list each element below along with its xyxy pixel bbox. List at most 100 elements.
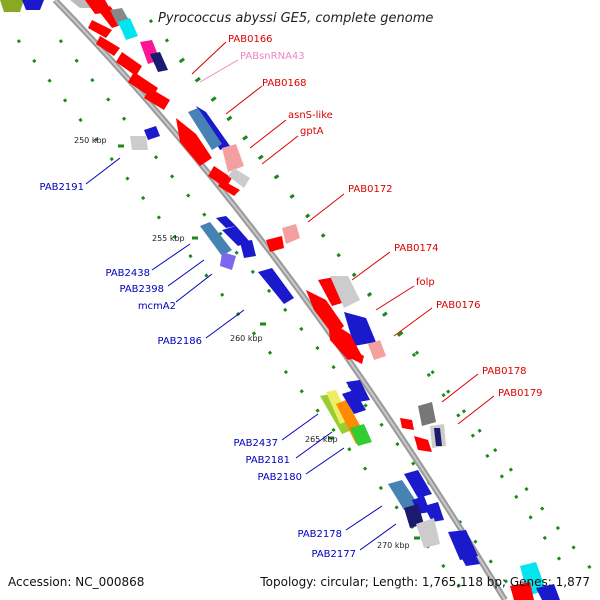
gene	[200, 222, 232, 256]
gene	[144, 126, 160, 140]
gene-label-forward: PAB0174	[394, 243, 439, 254]
reverse-gene-labels: PAB2191 PAB2438 PAB2398 mcmA2 PAB2186 PA…	[39, 182, 356, 560]
gene	[240, 240, 256, 258]
genome-backbone	[52, 0, 508, 600]
gene	[456, 544, 480, 566]
genome-summary-text: Topology: circular; Length: 1,765,118 bp…	[259, 575, 590, 589]
gene-label-forward: PAB0166	[228, 34, 273, 45]
tick-label: 255 kbp	[152, 234, 185, 243]
gene	[330, 276, 360, 308]
leader-line	[375, 285, 415, 311]
gene-label-reverse: PAB2398	[119, 284, 164, 295]
gene	[218, 180, 240, 196]
gene	[88, 20, 112, 38]
gene	[282, 224, 300, 244]
leader-line	[175, 273, 213, 303]
reverse-genes	[0, 0, 480, 566]
gene	[196, 106, 230, 150]
gene	[22, 0, 44, 10]
gene	[424, 502, 444, 522]
gene	[416, 518, 440, 548]
gene	[258, 268, 294, 304]
gene	[400, 418, 414, 430]
gene	[510, 582, 534, 600]
gene-label-reverse: PAB2191	[39, 182, 84, 193]
gene-label-reverse: PAB2437	[233, 438, 278, 449]
gene	[344, 312, 376, 346]
leader-line	[345, 505, 383, 531]
gene	[144, 88, 170, 110]
gene	[118, 18, 138, 40]
gene-label-forward: PAB0176	[436, 300, 481, 311]
leader-line	[261, 135, 299, 165]
gene-block	[70, 0, 560, 600]
tick-label: 270 kbp	[377, 541, 410, 550]
gene-label-reverse: PAB2186	[157, 336, 202, 347]
leader-line	[167, 259, 205, 287]
leader-line	[393, 307, 433, 337]
gene-label-forward: PAB0172	[348, 184, 393, 195]
leader-line	[249, 119, 287, 149]
label-leader-lines	[85, 41, 495, 551]
leader-line	[191, 41, 227, 75]
guide-dots	[16, 19, 600, 600]
gene	[368, 340, 386, 360]
gene-label-forward: PAB0178	[482, 366, 527, 377]
leader-line	[359, 523, 397, 551]
gene	[536, 584, 560, 600]
leader-line	[351, 251, 391, 281]
gene	[96, 36, 120, 56]
gene-label-reverse: PAB2438	[105, 268, 150, 279]
kbp-ticks	[118, 144, 420, 540]
leader-line	[85, 157, 121, 185]
gene	[342, 390, 366, 414]
tick-label: 260 kbp	[230, 334, 263, 343]
leader-line	[457, 395, 495, 425]
gene-label-reverse: PAB2178	[297, 529, 342, 540]
gene	[216, 216, 236, 228]
gene	[434, 428, 442, 446]
gene	[222, 226, 250, 246]
forward-genes	[70, 0, 560, 600]
leader-line	[225, 85, 263, 115]
gene-label-forward: PABsnRNA43	[240, 51, 305, 62]
gene-label-reverse: PAB2181	[245, 455, 290, 466]
gene	[116, 52, 142, 76]
gene	[328, 320, 362, 360]
gene-label-forward: PAB0179	[498, 388, 543, 399]
gene	[220, 252, 236, 270]
leader-line	[307, 193, 345, 223]
gene-label-forward: folp	[416, 277, 435, 288]
gene	[0, 0, 24, 12]
gene	[176, 118, 212, 166]
gene	[150, 52, 168, 72]
gene	[346, 380, 370, 402]
leader-line	[441, 373, 479, 403]
leader-line	[199, 59, 239, 83]
gene	[222, 144, 244, 172]
gene	[414, 436, 432, 452]
gene-label-reverse: PAB2177	[311, 549, 356, 560]
gene	[130, 136, 148, 150]
gene	[346, 348, 364, 364]
tick-label: 250 kbp	[74, 136, 107, 145]
gene	[418, 402, 436, 426]
leader-line	[295, 431, 333, 459]
gene	[228, 168, 250, 188]
map-title: Pyrococcus abyssi GE5, complete genome	[158, 11, 433, 26]
gene	[350, 424, 372, 446]
gene-label-reverse: PAB2180	[257, 472, 302, 483]
forward-gene-labels: PAB0166 PABsnRNA43 PAB0168 asnS-like gpt…	[228, 34, 543, 399]
gene-label-forward: PAB0168	[262, 78, 307, 89]
gene	[266, 236, 284, 252]
gene-label-reverse: mcmA2	[138, 301, 176, 312]
leader-line	[205, 309, 245, 339]
accession-text: Accession: NC_000868	[8, 575, 144, 589]
gene	[404, 470, 432, 498]
gene-label-forward: gptA	[300, 126, 324, 137]
gene	[404, 504, 424, 528]
leader-line	[305, 447, 345, 475]
leader-line	[151, 243, 191, 271]
gene	[388, 480, 418, 510]
